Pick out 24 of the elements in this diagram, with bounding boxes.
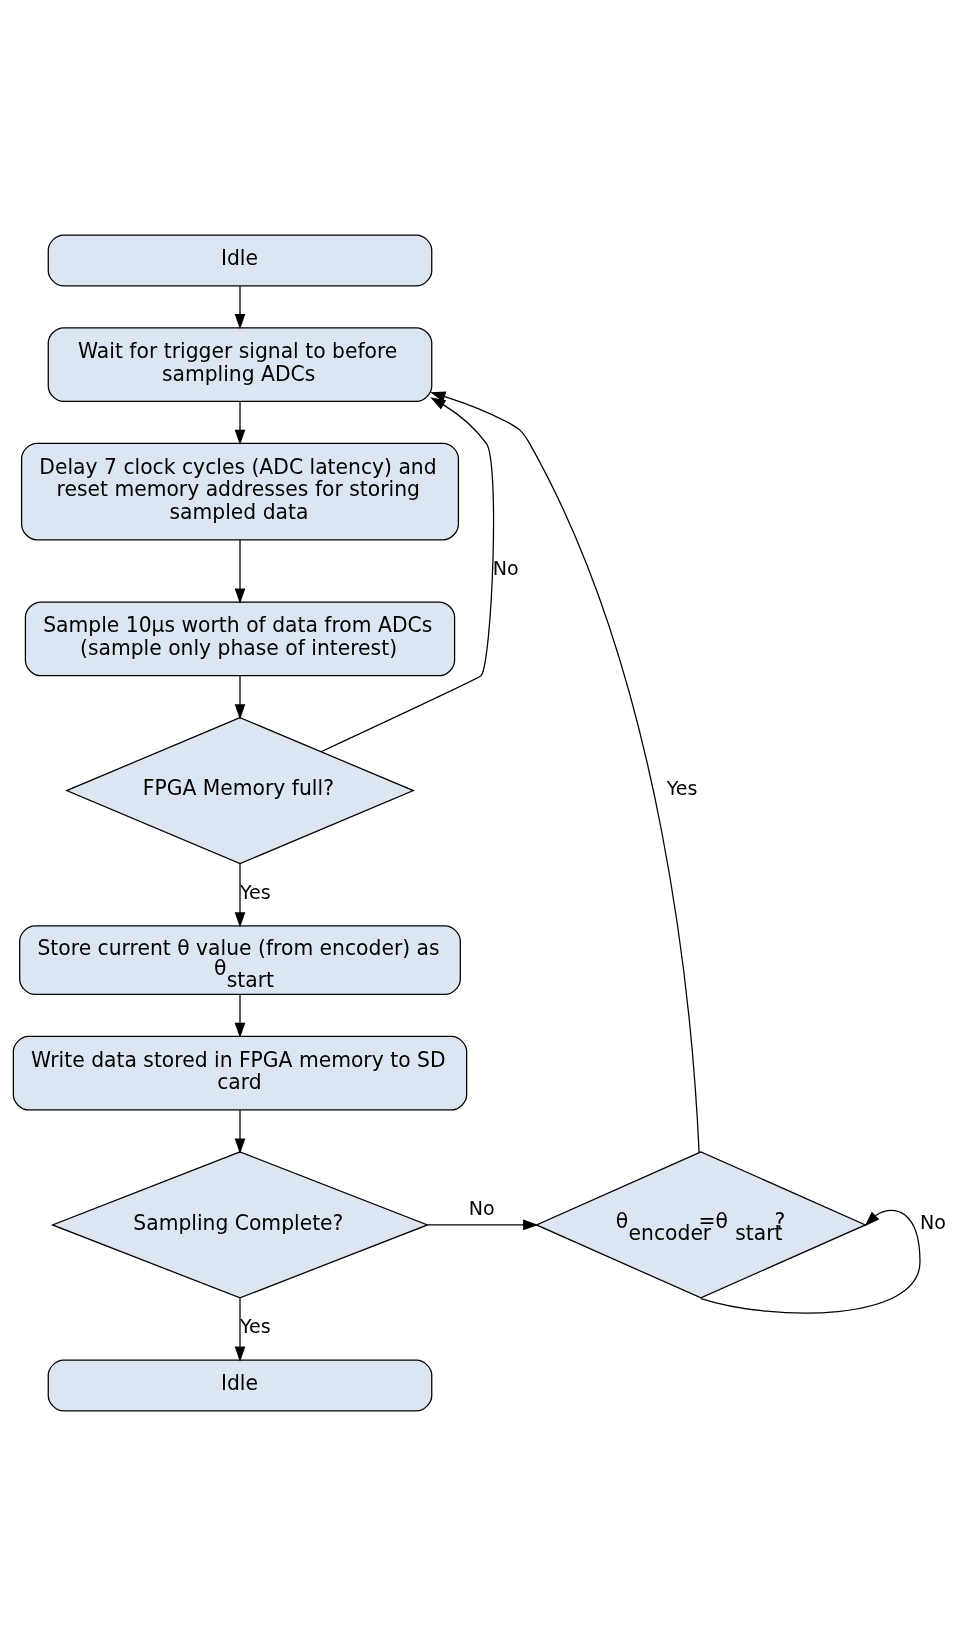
node-diamond: FPGA Memory full? bbox=[65, 716, 415, 865]
arrow bbox=[234, 993, 246, 1038]
node-box: Sample 10µs worth of data from ADCs (sample only phase of interest) bbox=[24, 601, 456, 677]
arrow bbox=[700, 1209, 921, 1314]
edge-label: No bbox=[919, 1211, 946, 1234]
arrow bbox=[234, 539, 246, 604]
node-box: Idle bbox=[47, 1359, 433, 1412]
node-box: Write data stored in FPGA memory to SD card bbox=[12, 1035, 468, 1111]
arrow bbox=[234, 285, 246, 330]
edge-label: No bbox=[492, 557, 519, 580]
edge-label: Yes bbox=[666, 777, 698, 800]
arrow bbox=[234, 863, 246, 928]
node-box: Wait for trigger signal to before sampling ADCs bbox=[47, 327, 433, 403]
arrow bbox=[320, 397, 495, 753]
node-box: Delay 7 clock cycles (ADC latency) and reset memory addresses for storing sampled data bbox=[20, 442, 460, 541]
arrow bbox=[234, 675, 246, 720]
node-box: Idle bbox=[47, 234, 433, 287]
arrow bbox=[430, 391, 700, 1154]
edge-label: No bbox=[468, 1196, 495, 1219]
arrow bbox=[427, 1219, 539, 1231]
arrow bbox=[234, 400, 246, 445]
arrow bbox=[234, 1297, 246, 1362]
arrow bbox=[234, 1109, 246, 1154]
node-diamond: Sampling Complete? bbox=[50, 1151, 430, 1299]
